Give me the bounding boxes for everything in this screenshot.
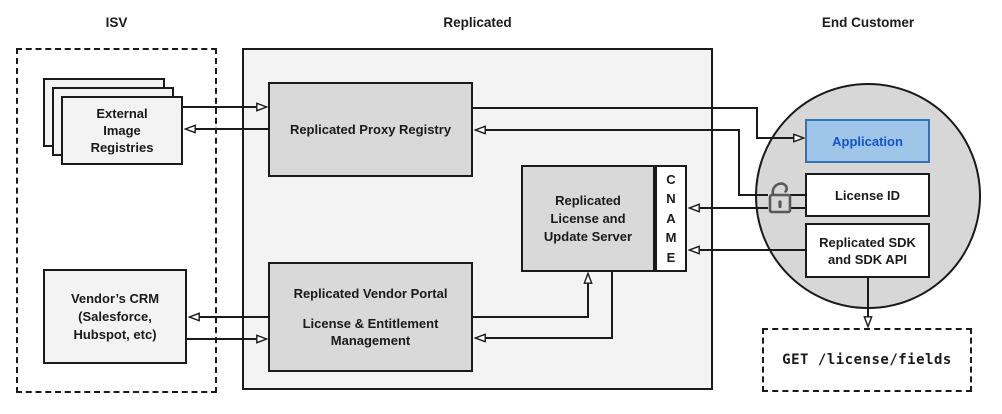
license-id-node: License ID	[805, 173, 930, 217]
node-label: License ID	[834, 187, 901, 203]
node-label-line: License and	[550, 210, 626, 226]
node-label-line: Update Server	[543, 228, 633, 244]
proxy-registry-node: Replicated Proxy Registry	[268, 82, 473, 177]
arrow-portal-to-update-server	[473, 274, 588, 318]
node-label-line: External	[96, 106, 148, 121]
open-padlock-icon	[768, 182, 792, 214]
cname-letter: E	[666, 249, 676, 265]
cname-letter: C	[666, 171, 676, 187]
node-label-line: (Salesforce,	[78, 308, 152, 324]
cname-letter: M	[665, 230, 677, 246]
node-label-line: Registries	[90, 140, 154, 155]
arrow-licenseid-to-proxy	[476, 130, 768, 196]
node-label-line: Replicated SDK	[819, 234, 916, 250]
node-label: Replicated Proxy Registry	[289, 122, 452, 137]
isv-section-title: ISV	[105, 15, 128, 30]
node-label: Application	[832, 133, 903, 149]
application-node: Application	[805, 119, 930, 163]
node-label-line: Hubspot, etc)	[73, 326, 157, 342]
arrow-proxy-to-application	[473, 107, 803, 138]
cname-letter: A	[666, 210, 676, 226]
node-title: Replicated Vendor Portal	[293, 286, 448, 301]
external-image-registries-node: External Image Registries	[61, 96, 183, 165]
get-endpoint-box: GET /license/fields	[762, 328, 972, 392]
node-label-line: Image	[103, 123, 141, 138]
arrow-update-server-to-portal	[476, 271, 613, 338]
cname-letter: N	[666, 191, 676, 207]
vendor-crm-node: Vendor’s CRM (Salesforce, Hubspot, etc)	[43, 269, 187, 364]
node-label-line: and SDK API	[828, 251, 907, 267]
node-label-line: Vendor’s CRM	[70, 290, 160, 306]
license-update-server-node: Replicated License and Update Server	[521, 165, 655, 272]
cname-strip: C N A M E	[655, 165, 687, 272]
replicated-sdk-node: Replicated SDK and SDK API	[805, 223, 930, 278]
vendor-portal-node: Replicated Vendor Portal License & Entit…	[268, 262, 473, 372]
node-label-line: Replicated	[555, 192, 621, 208]
replicated-section-title: Replicated	[443, 15, 512, 30]
end-customer-section-title: End Customer	[821, 15, 915, 30]
node-subtitle: License & Entitlement Management	[302, 316, 439, 348]
get-endpoint-label: GET /license/fields	[782, 352, 952, 368]
